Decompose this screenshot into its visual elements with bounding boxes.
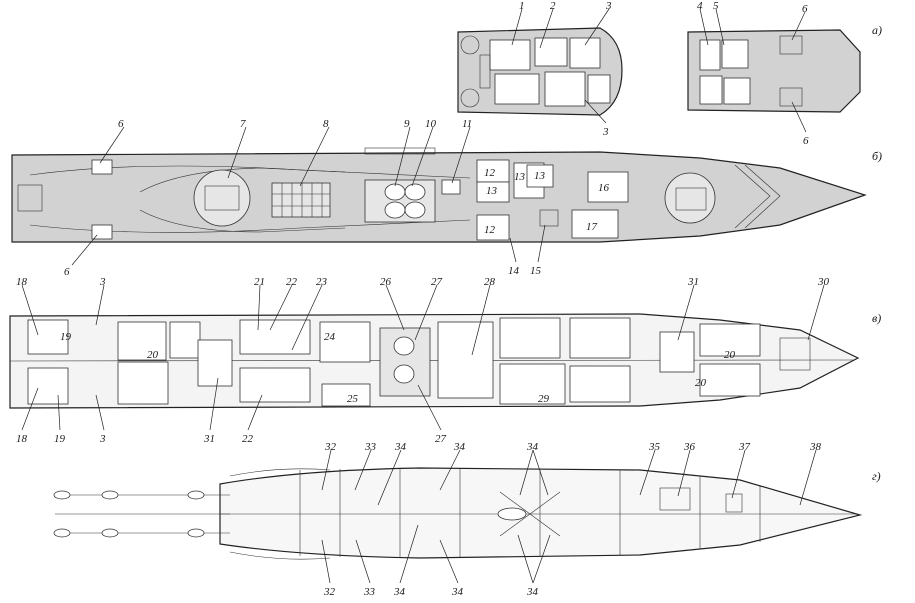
callouts-view-v: 18 3 21 22 23 26 27 28 31 30 18 19 3 xyxy=(16,276,830,445)
callout-23: 23 xyxy=(316,276,328,288)
callout-18-top: 18 xyxy=(16,276,28,288)
callout-5: 5 xyxy=(713,0,719,12)
callout-21: 21 xyxy=(254,276,265,288)
gun-mount-forward xyxy=(664,172,716,224)
callout-36: 36 xyxy=(683,441,696,453)
callout-6-top: 6 xyxy=(802,3,808,15)
room-24: 24 xyxy=(324,331,336,343)
view-g-hold: 32 33 34 34 34 35 36 37 38 32 33 34 xyxy=(53,441,881,598)
callout-6-b-top: 6 xyxy=(118,118,124,130)
view-label-g: г) xyxy=(872,469,881,483)
callout-26: 26 xyxy=(380,276,392,288)
callout-31-fwd: 31 xyxy=(687,276,699,288)
view-label-b: б) xyxy=(872,149,882,163)
callout-22-top: 22 xyxy=(286,276,298,288)
room-12-top: 12 xyxy=(484,167,496,179)
room-20-fwd-b: 20 xyxy=(695,377,707,389)
hull-outline-deck xyxy=(11,151,867,243)
callout-34-bottom-c: 34 xyxy=(526,586,539,598)
callout-3-top: 3 xyxy=(605,0,612,12)
view-b-main-deck: 12 13 13 13 16 12 17 6 7 8 9 10 xyxy=(11,118,882,278)
callout-22-bottom: 22 xyxy=(242,433,254,445)
callout-34-top-c: 34 xyxy=(526,441,539,453)
callout-1: 1 xyxy=(519,0,525,12)
callout-4: 4 xyxy=(697,0,703,12)
callout-34-bottom-a: 34 xyxy=(393,586,406,598)
callout-3-bottom: 3 xyxy=(602,126,609,138)
room-25: 25 xyxy=(347,393,359,405)
launcher-grid xyxy=(271,182,331,218)
lower-deck-compartments xyxy=(27,317,811,407)
view-label-v: в) xyxy=(872,311,881,325)
callout-6-b-bottom: 6 xyxy=(64,266,70,278)
callout-3-v-bottom: 3 xyxy=(99,433,106,445)
room-labels-v: 19 20 24 25 29 20 20 xyxy=(60,331,736,405)
callout-33-bottom: 33 xyxy=(363,586,376,598)
room-17: 17 xyxy=(586,221,598,233)
callout-34-top-b: 34 xyxy=(453,441,466,453)
room-29: 29 xyxy=(538,393,550,405)
view-v-lower-deck: 19 20 24 25 29 20 20 18 3 21 22 23 26 27… xyxy=(9,276,881,445)
room-12-bottom: 12 xyxy=(484,224,496,236)
aft-deck-plan xyxy=(687,29,861,113)
callout-27-bottom: 27 xyxy=(435,433,447,445)
propeller-shafts xyxy=(53,468,331,560)
room-13-c: 13 xyxy=(534,170,546,182)
callout-35: 35 xyxy=(648,441,661,453)
room-20-aft: 20 xyxy=(147,349,159,361)
room-19: 19 xyxy=(60,331,72,343)
gun-mount-aft xyxy=(193,169,251,227)
callout-30: 30 xyxy=(817,276,830,288)
callout-32-bottom: 32 xyxy=(323,586,336,598)
callout-28: 28 xyxy=(484,276,496,288)
callouts-view-g: 32 33 34 34 34 35 36 37 38 32 33 34 xyxy=(321,441,822,598)
callout-15: 15 xyxy=(530,265,542,277)
callout-18-bottom: 18 xyxy=(16,433,28,445)
callout-3-v-top: 3 xyxy=(99,276,106,288)
view-a-superstructure: 1 2 3 3 4 5 6 6 а) xyxy=(457,0,882,147)
callout-7: 7 xyxy=(240,118,246,130)
room-13-b: 13 xyxy=(514,171,526,183)
callout-2: 2 xyxy=(550,0,556,12)
deck-house-rooms: 12 13 13 13 16 12 17 xyxy=(476,159,629,241)
callouts-view-b: 6 7 8 9 10 11 6 14 15 xyxy=(64,118,546,278)
callout-11: 11 xyxy=(462,118,472,130)
callout-10: 10 xyxy=(425,118,437,130)
callout-19: 19 xyxy=(54,433,66,445)
view-label-a: а) xyxy=(872,23,882,37)
callout-8: 8 xyxy=(323,118,329,130)
callout-27-top: 27 xyxy=(431,276,443,288)
callout-33-top: 33 xyxy=(364,441,377,453)
callouts-view-a: 1 2 3 3 4 5 6 6 xyxy=(511,0,809,147)
callout-9: 9 xyxy=(404,118,410,130)
hold-frames xyxy=(299,468,761,558)
room-13-a: 13 xyxy=(486,185,498,197)
bridge-deck-plan xyxy=(457,27,623,116)
callout-6-bottom: 6 xyxy=(803,135,809,147)
callout-31-aft: 31 xyxy=(203,433,215,445)
callout-38: 38 xyxy=(809,441,822,453)
callout-34-top-a: 34 xyxy=(394,441,407,453)
callout-34-bottom-b: 34 xyxy=(451,586,464,598)
room-20-fwd-a: 20 xyxy=(724,349,736,361)
callout-32-top: 32 xyxy=(324,441,337,453)
callout-37: 37 xyxy=(738,441,751,453)
room-16: 16 xyxy=(598,182,610,194)
callout-14: 14 xyxy=(508,265,520,277)
